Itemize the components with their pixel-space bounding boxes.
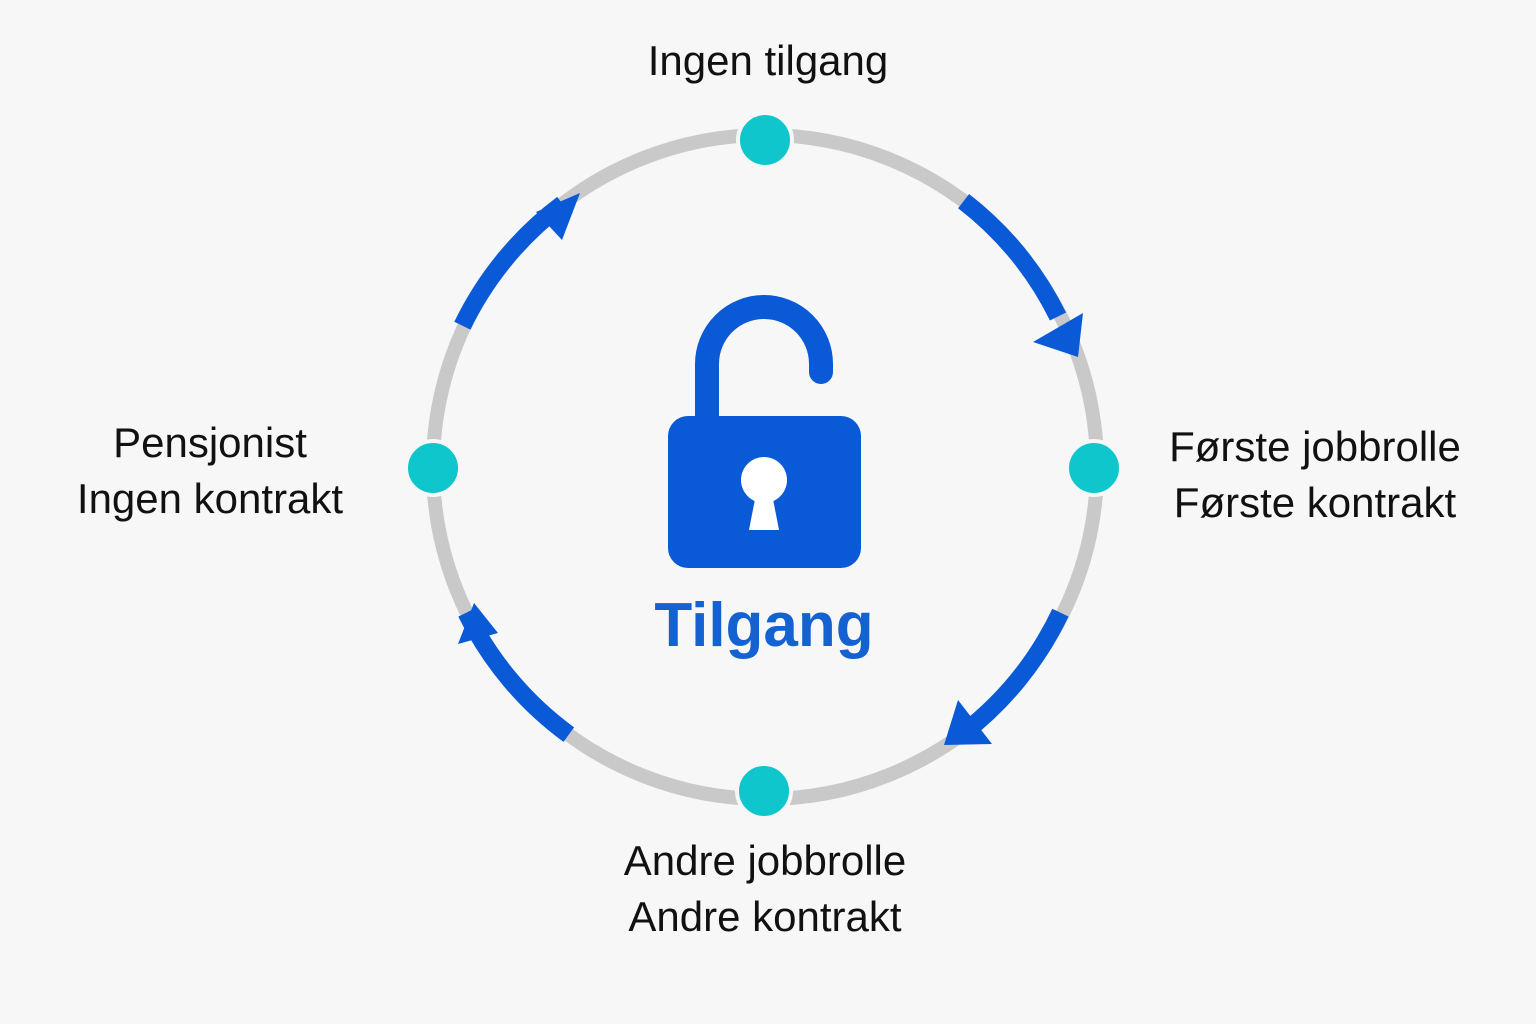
padlock-shackle	[695, 295, 833, 430]
arrowhead-bottom-to-left	[458, 603, 498, 644]
arrow-heads	[458, 193, 1083, 745]
stage-label-second-role: Andre jobbrolle Andre kontrakt	[565, 833, 965, 945]
keyhole-top	[741, 457, 787, 503]
stage-label-line: Første jobbrolle	[1169, 423, 1461, 470]
arrowhead-top-to-right	[1033, 313, 1083, 357]
stage-nodes	[404, 111, 1123, 820]
arrow-right-to-bottom	[958, 608, 1069, 741]
arrow-top-to-right	[958, 193, 1067, 321]
keyhole-slot	[749, 494, 779, 530]
stage-label-line: Pensjonist	[113, 419, 307, 466]
unlocked-padlock-icon	[668, 295, 861, 568]
stage-label-line: Første kontrakt	[1173, 479, 1457, 526]
arrowhead-right-to-bottom	[944, 700, 992, 745]
node-bottom	[735, 762, 793, 820]
stage-label-no-access: Ingen tilgang	[568, 33, 968, 89]
stage-label-line: Ingen kontrakt	[76, 475, 344, 522]
arrowhead-left-to-top	[536, 193, 580, 240]
stage-label-line: Ingen tilgang	[647, 37, 889, 84]
node-top	[736, 111, 794, 169]
stage-label-retiree: Pensjonist Ingen kontrakt	[10, 415, 410, 527]
stage-label-line: Andre jobbrolle	[623, 837, 907, 884]
stage-label-first-role: Første jobbrolle Første kontrakt	[1115, 419, 1515, 531]
node-right	[1065, 439, 1123, 497]
node-left	[404, 439, 462, 497]
center-title: Tilgang	[654, 591, 874, 660]
stage-label-line: Andre kontrakt	[628, 893, 902, 940]
